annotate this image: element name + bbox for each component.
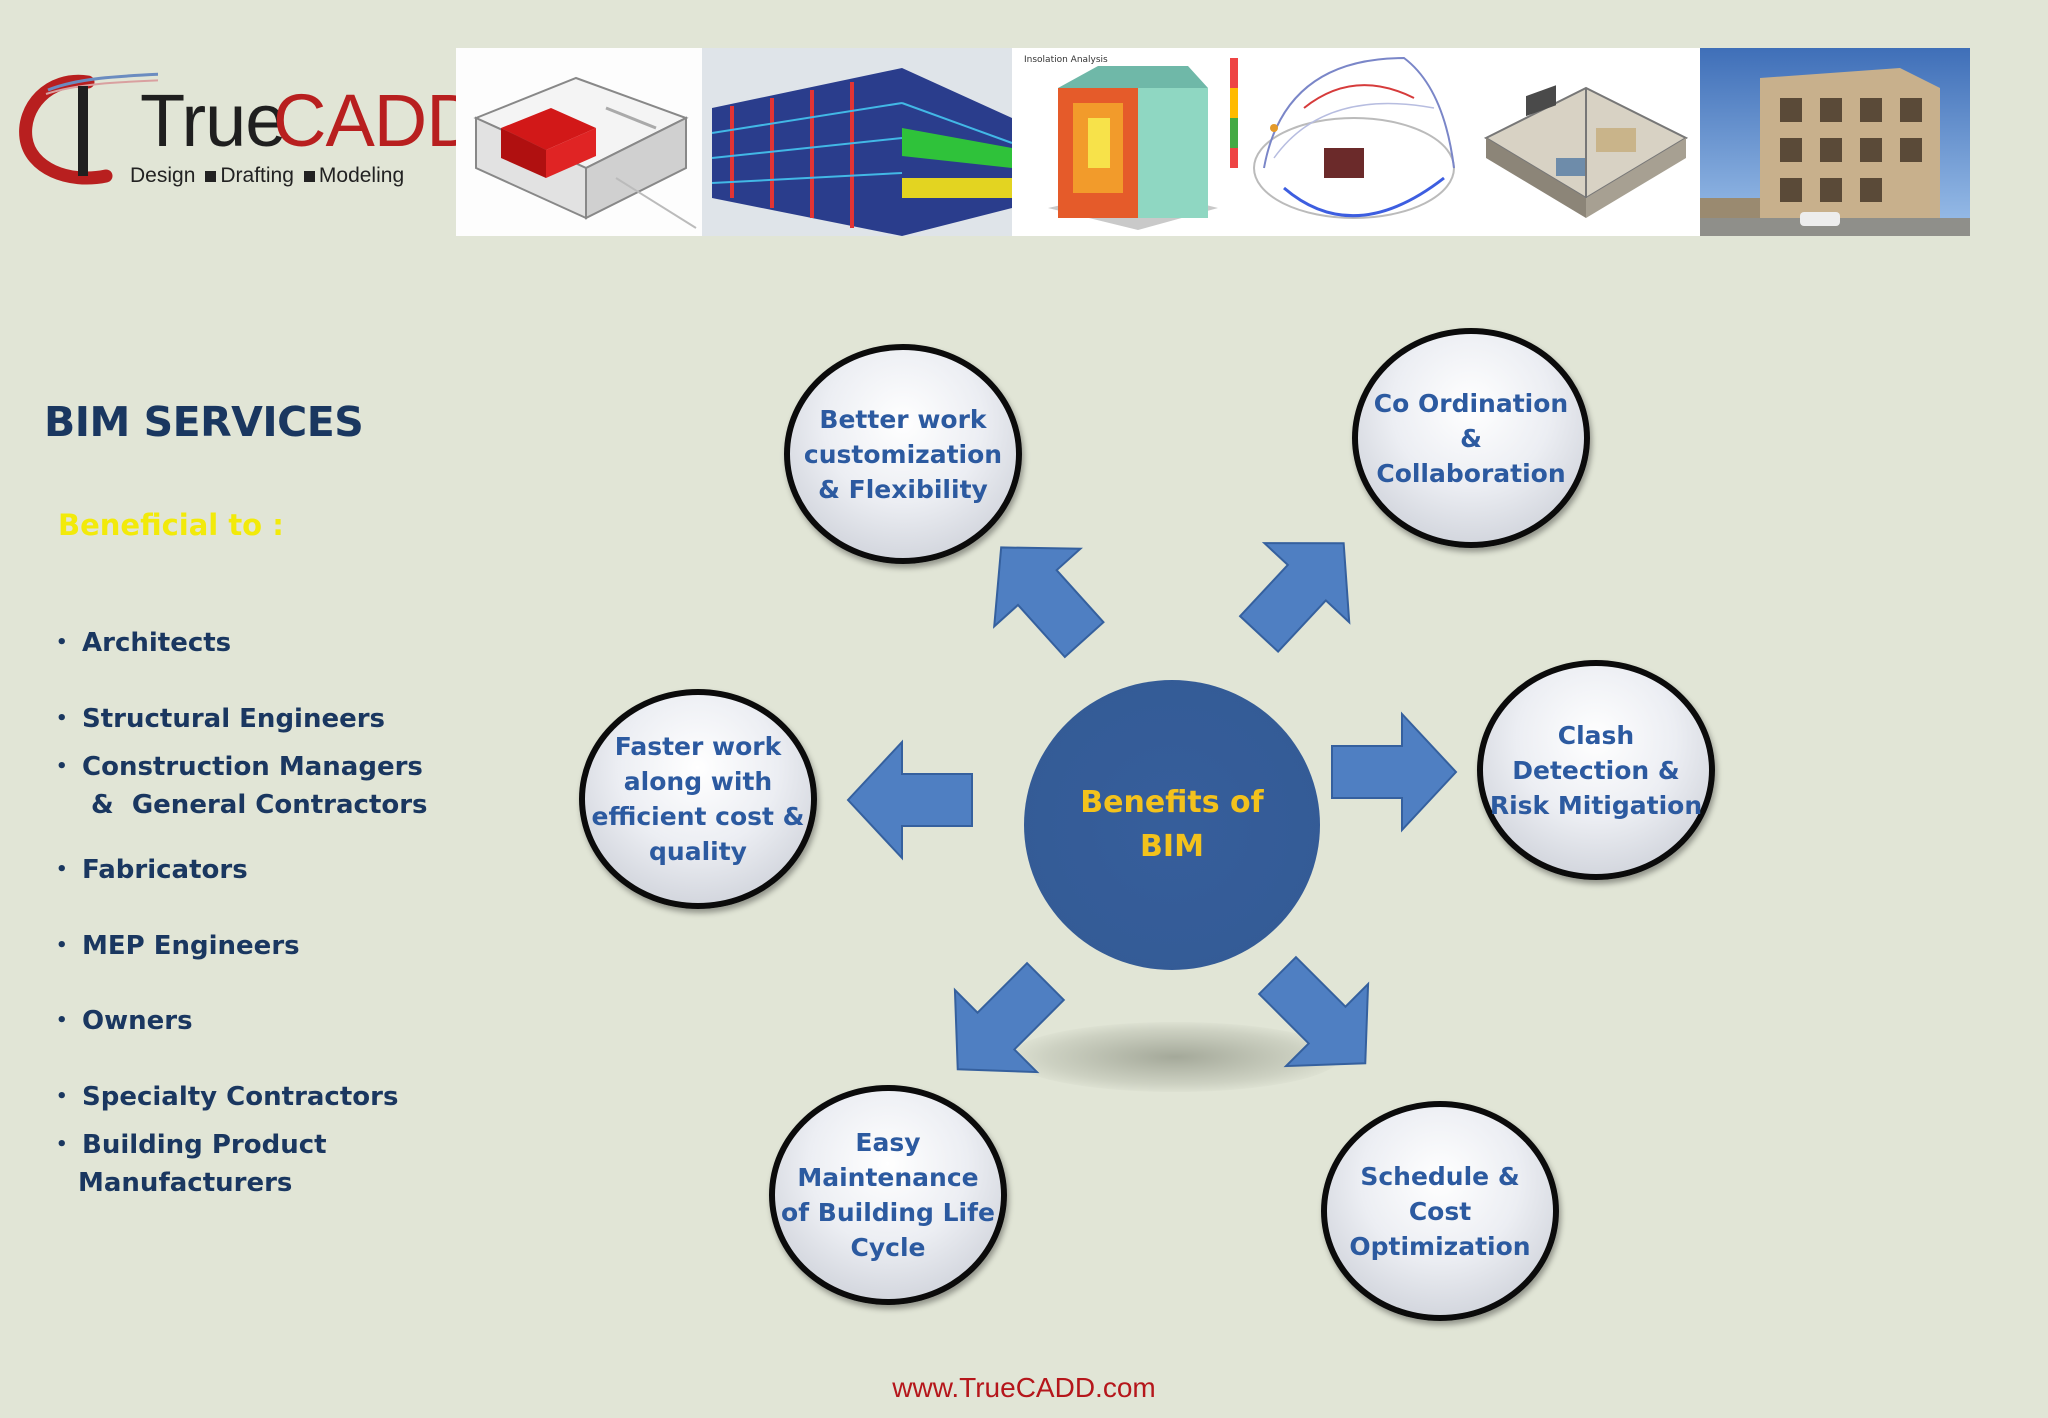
- truecadd-logo: True CADD Design Drafting Modeling: [18, 68, 480, 198]
- audience-item: • Specialty Contractors: [56, 1078, 398, 1116]
- benefit-label: Easy Maintenance of Building Life Cycle: [781, 1128, 995, 1262]
- audience-label-cont: Manufacturers: [78, 1168, 293, 1198]
- tagline-design: Design: [130, 164, 196, 187]
- arrow-left-icon: [847, 741, 973, 859]
- bullet-icon: •: [56, 1086, 68, 1107]
- square-bullet-icon: [205, 171, 217, 182]
- audience-label: Architects: [82, 628, 232, 658]
- logo-brand-true: True: [140, 79, 286, 162]
- hub-shadow: [1010, 1022, 1340, 1092]
- arrow-down-left-icon: [915, 939, 1088, 1112]
- audience-item: • Owners: [56, 1002, 193, 1040]
- audience-item: • Structural Engineers: [56, 700, 385, 738]
- audience-label-cont: & General Contractors: [82, 790, 428, 820]
- audience-label: Structural Engineers: [82, 704, 386, 734]
- beneficial-to-label: Beneficial to :: [58, 508, 284, 542]
- audience-item: • MEP Engineers: [56, 927, 300, 965]
- audience-item: • Architects: [56, 624, 231, 662]
- center-hub-label: Benefits of BIM: [1080, 785, 1264, 864]
- arrow-up-right-icon: [1215, 502, 1388, 675]
- benefit-label: Clash Detection & Risk Mitigation: [1489, 720, 1703, 820]
- bullet-icon: •: [56, 632, 68, 653]
- bullet-icon: •: [56, 1010, 68, 1031]
- banner-strip: Insolation Analysis: [456, 48, 1970, 236]
- audience-label: Building Product: [82, 1130, 327, 1160]
- audience-label: MEP Engineers: [82, 931, 300, 961]
- benefit-node-schedule-cost: Schedule & Cost Optimization: [1321, 1101, 1559, 1321]
- audience-label: Specialty Contractors: [82, 1082, 399, 1112]
- apartment-photo-icon: [1700, 48, 1970, 236]
- benefit-label: Better work customization & Flexibility: [803, 404, 1003, 504]
- floor-plan-3d-icon: [1466, 48, 1700, 236]
- arrow-right-icon: [1331, 713, 1457, 831]
- audience-item: • Construction Managers & General Contrac…: [56, 748, 428, 824]
- audience-label: Construction Managers: [82, 752, 423, 782]
- footer-website-link[interactable]: www.TrueCADD.com: [892, 1372, 1156, 1403]
- audience-label: Owners: [82, 1006, 193, 1036]
- benefit-node-customization: Better work customization & Flexibility: [784, 344, 1022, 564]
- glass-building-model-icon: [702, 48, 1012, 236]
- bullet-icon: •: [56, 859, 68, 880]
- benefit-node-maintenance: Easy Maintenance of Building Life Cycle: [769, 1085, 1007, 1305]
- benefit-node-clash-detection: Clash Detection & Risk Mitigation: [1477, 660, 1715, 880]
- logo-tagline: Design Drafting Modeling: [130, 164, 404, 188]
- sun-path-diagram-icon: [1244, 48, 1466, 236]
- logo-brand-cadd: CADD: [273, 79, 480, 162]
- bullet-icon: •: [56, 1134, 68, 1155]
- benefit-label: Faster work along with efficient cost & …: [591, 732, 805, 866]
- audience-item: • Fabricators: [56, 851, 248, 889]
- tagline-modeling: Modeling: [318, 164, 405, 187]
- bullet-icon: •: [56, 935, 68, 956]
- bullet-icon: •: [56, 756, 68, 777]
- insolation-analysis-icon: Insolation Analysis: [1018, 48, 1244, 236]
- benefit-label: Schedule & Cost Optimization: [1349, 1161, 1531, 1261]
- logo-mark-icon: [19, 72, 158, 185]
- arrow-down-right-icon: [1235, 933, 1408, 1106]
- svg-text:Insolation Analysis: Insolation Analysis: [1024, 55, 1108, 65]
- center-hub: Benefits of BIM: [1024, 680, 1320, 970]
- tagline-drafting: Drafting: [220, 164, 294, 187]
- audience-label: Fabricators: [82, 855, 248, 885]
- benefit-node-coordination: Co Ordination & Collaboration: [1352, 328, 1590, 548]
- section-title: BIM SERVICES: [44, 398, 364, 446]
- bullet-icon: •: [56, 708, 68, 729]
- benefit-label: Co Ordination & Collaboration: [1373, 388, 1569, 488]
- square-bullet-icon: [303, 171, 315, 182]
- benefit-node-faster-work: Faster work along with efficient cost & …: [579, 689, 817, 909]
- building-cutaway-icon: [456, 48, 702, 236]
